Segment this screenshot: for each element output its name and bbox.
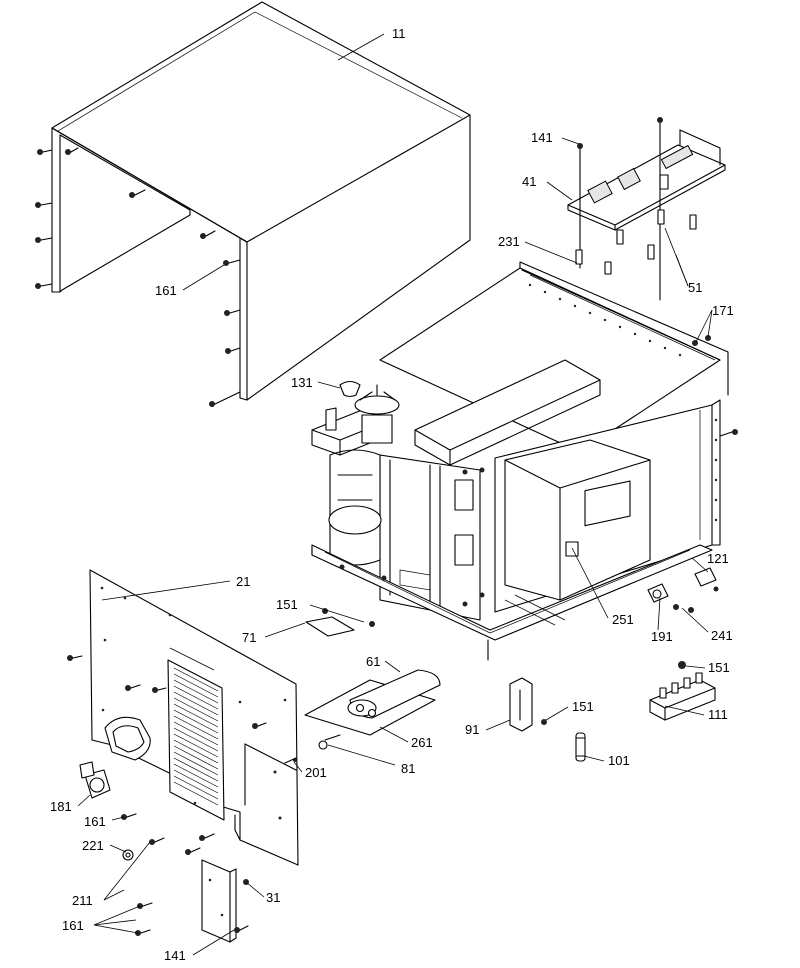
label-161-panel: 161 (84, 814, 106, 829)
label-71: 71 (242, 630, 256, 645)
label-151-right: 151 (708, 660, 730, 675)
label-101: 101 (608, 753, 630, 768)
label-261: 261 (411, 735, 433, 750)
label-121: 121 (707, 551, 729, 566)
front-panel (89, 569, 299, 866)
switch-191 (647, 583, 669, 603)
lower-screws (135, 902, 249, 936)
label-81: 81 (401, 761, 415, 776)
chassis-holes (528, 283, 718, 522)
terminal-block-111 (649, 661, 716, 721)
cover-screws (35, 147, 241, 407)
rotary-knob (79, 761, 111, 799)
small-plate-71 (305, 608, 375, 637)
label-111: 111 (708, 707, 728, 722)
label-251: 251 (612, 612, 634, 627)
outer-cabinet-cover (51, 1, 471, 401)
label-161-bottom: 161 (62, 918, 84, 933)
control-board (567, 129, 726, 231)
label-151-lower: 151 (572, 699, 594, 714)
label-141-top: 141 (531, 130, 553, 145)
screw-241 (673, 604, 694, 613)
board-screws-and-standoffs (575, 117, 697, 301)
label-131: 131 (291, 375, 313, 390)
bracket-plate (201, 859, 249, 943)
label-31: 31 (266, 890, 280, 905)
connector-251 (565, 541, 579, 557)
switch-121 (694, 567, 719, 592)
label-191: 191 (651, 629, 673, 644)
label-201: 201 (305, 765, 327, 780)
label-171: 171 (712, 303, 734, 318)
leader-lines (77, 33, 713, 956)
label-141-bottom: 141 (164, 948, 186, 963)
label-91: 91 (465, 722, 479, 737)
part-labels: 11 141 41 231 51 171 161 131 21 151 71 6… (50, 26, 734, 963)
label-151-upper: 151 (276, 597, 298, 612)
label-51: 51 (688, 280, 702, 295)
pin-201 (284, 757, 297, 764)
main-chassis (311, 261, 729, 661)
label-21: 21 (236, 574, 250, 589)
front-panel-screws (67, 655, 267, 855)
label-231: 231 (498, 234, 520, 249)
label-61: 61 (366, 654, 380, 669)
label-181: 181 (50, 799, 72, 814)
label-161-cover: 161 (155, 283, 177, 298)
label-241: 241 (711, 628, 733, 643)
fuse-101 (575, 732, 586, 762)
label-41: 41 (522, 174, 536, 189)
label-11: 11 (392, 26, 406, 41)
washer-221 (122, 849, 134, 861)
label-221: 221 (82, 838, 104, 853)
label-211: 211 (72, 893, 93, 908)
capacitor-assembly (304, 669, 441, 750)
bracket-91 (509, 677, 547, 732)
vent-grille-slots (173, 667, 219, 806)
